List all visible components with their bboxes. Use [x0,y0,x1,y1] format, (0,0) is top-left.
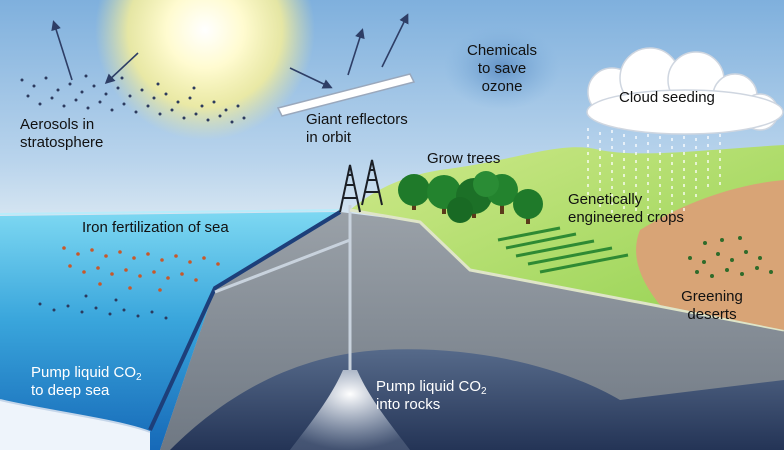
label-chemicals-line1: Chemicals [466,42,538,59]
label-grow-trees-text: Grow trees [427,150,501,167]
label-chemicals-line3: ozone [481,78,523,95]
label-pump-sea-subscript: 2 [136,372,142,383]
label-reflectors: Giant reflectors in orbit [306,111,408,147]
label-aerosols-line2: stratosphere [20,134,104,151]
label-reflectors-line2: in orbit [306,129,352,146]
co2-plume [290,370,410,450]
co2-lake [0,400,150,450]
label-chemicals: Chemicals to save ozone [464,42,540,96]
land-edge [349,208,784,332]
label-gm-crops-line1: Genetically [568,191,643,208]
label-pump-rocks-prefix: Pump liquid CO [376,378,482,395]
label-aerosols: Aerosols in stratosphere [20,116,103,152]
label-gm-crops-line2: engineered crops [568,209,684,226]
label-iron-fertilization: Iron fertilization of sea [82,219,229,237]
label-pump-rocks-line2: into rocks [376,396,441,413]
label-greening-line1: Greening [681,288,743,305]
iron-particles [62,246,220,292]
sea-surface [0,209,341,215]
crop-rows [497,226,629,274]
sun [95,0,315,140]
label-chemicals-line2: to save [477,60,527,77]
label-pump-rocks-subscript: 2 [481,386,487,397]
label-pump-sea-line2: to deep sea [31,382,110,399]
label-iron-text: Iron fertilization of sea [82,219,229,236]
label-pump-rocks: Pump liquid CO2 into rocks [376,378,487,414]
trees [398,171,543,224]
label-greening-deserts: Greening deserts [678,288,746,324]
label-grow-trees: Grow trees [427,150,500,168]
desert [636,180,784,330]
ozone-haze [444,26,560,110]
radiation-arrows [51,13,409,89]
label-pump-sea-line1: Pump liquid CO2 [31,364,142,383]
sea-pipe [214,238,351,294]
label-pump-deep-sea: Pump liquid CO2 to deep sea [31,364,142,400]
label-greening-line2: deserts [687,306,737,323]
desert-plants [688,236,773,278]
reflector [276,73,416,117]
label-cloud-seeding: Cloud seeding [619,89,715,107]
co2-lake-rim [0,399,151,433]
label-gm-crops: Genetically engineered crops [568,191,684,227]
cloud [586,47,784,135]
label-aerosols-line1: Aerosols in [20,116,95,133]
label-cloud-seeding-text: Cloud seeding [619,89,715,106]
deep-particles [38,294,168,320]
crust-edge [148,210,342,431]
drilling-rigs [339,159,383,213]
label-reflectors-line1: Giant reflectors [306,111,408,128]
label-pump-sea-prefix: Pump liquid CO [31,364,137,381]
label-pump-rocks-line1: Pump liquid CO2 [376,378,487,397]
rain [587,128,721,220]
aerosol-particles [20,74,246,124]
